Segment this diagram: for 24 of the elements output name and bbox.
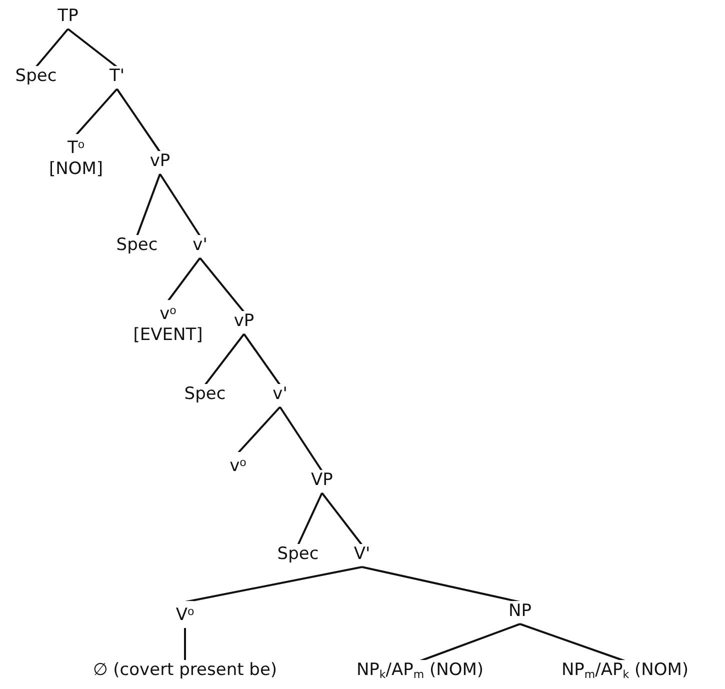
tree-branch [204,333,245,386]
tree-branch [279,406,323,472]
tree-branch [420,623,520,662]
tree-branch [75,88,118,136]
tree-branch [243,333,281,386]
tree-branch [184,628,186,661]
tree-branch [297,492,323,546]
tree-branch [199,257,245,313]
tree-branch [167,257,201,302]
tree-label: Spec [15,66,57,87]
tree-branch [237,406,281,454]
tree-branch [159,173,201,237]
tree-branch [67,28,118,68]
tree-branch [362,566,520,603]
tree-branch [321,492,363,546]
tree-label: ∅ (covert present be) [92,660,278,681]
tree-branch [184,566,362,603]
tree-branch [520,623,626,662]
tree-branch [116,88,161,153]
tree-label: Spec [116,235,158,256]
tree-branch [35,28,69,68]
tree-label: Spec [277,544,319,565]
tree-branch [136,174,161,236]
tree-label: Spec [184,384,226,405]
